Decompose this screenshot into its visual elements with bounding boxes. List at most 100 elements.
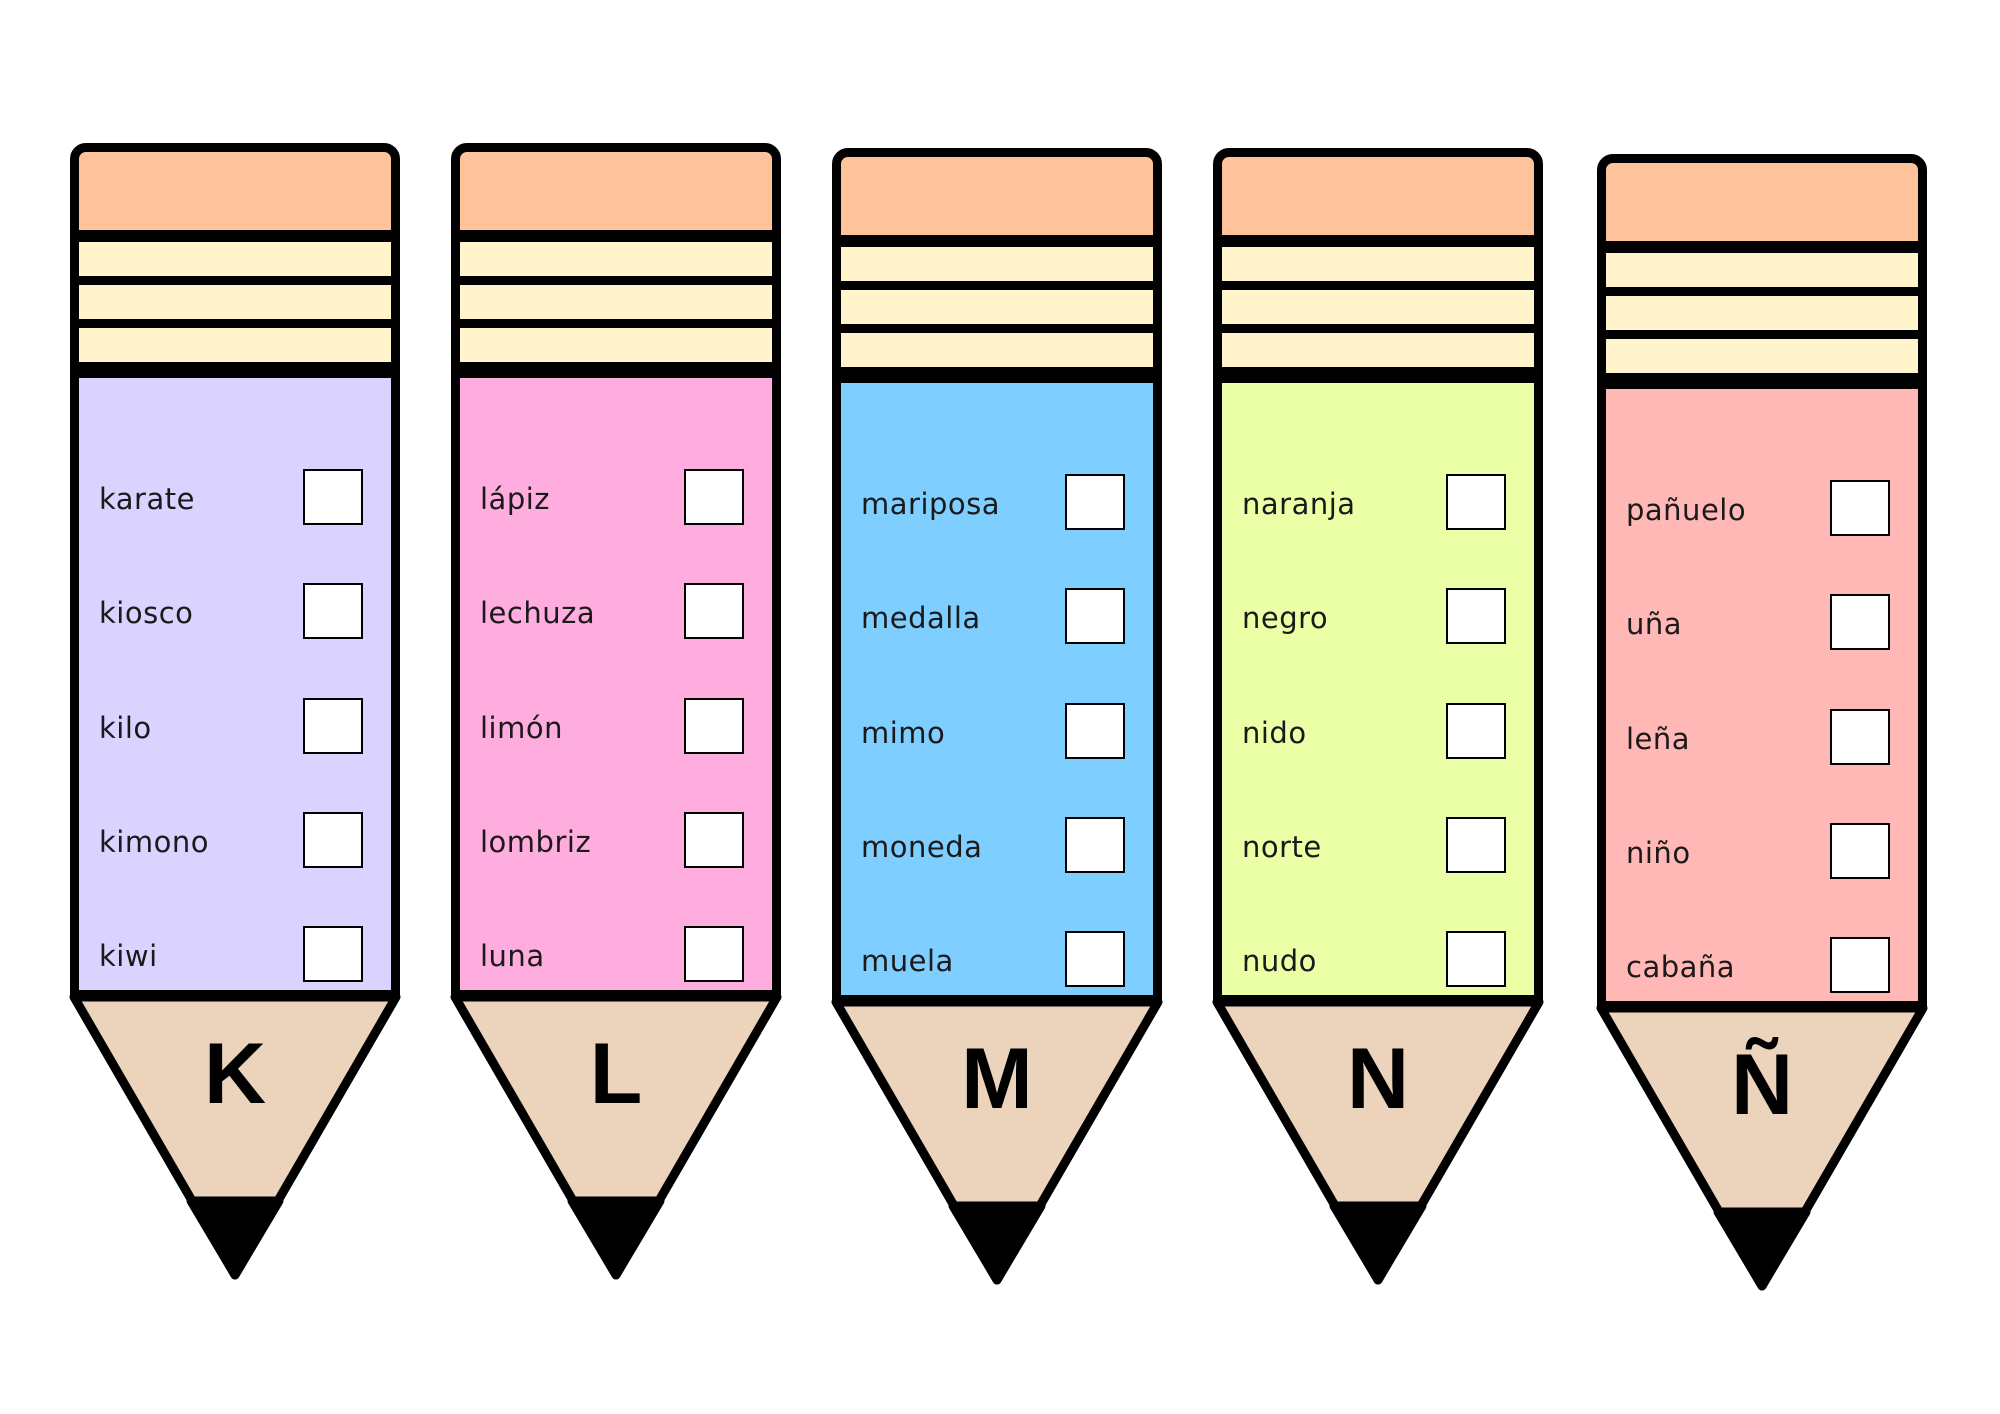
word-row: limón bbox=[460, 698, 772, 758]
word-label: kiosco bbox=[99, 596, 194, 630]
word-row: kimono bbox=[79, 812, 391, 872]
word-row: leña bbox=[1606, 709, 1918, 769]
checkbox[interactable] bbox=[1446, 588, 1506, 644]
word-row: mimo bbox=[841, 703, 1153, 763]
pencil-body: karate kiosco kilo kimono kiwi bbox=[70, 369, 400, 999]
checkbox[interactable] bbox=[1830, 480, 1890, 536]
word-row: nido bbox=[1222, 703, 1534, 763]
word-label: kilo bbox=[99, 711, 152, 745]
pencil-eraser bbox=[832, 148, 1162, 244]
pencil-band bbox=[70, 319, 400, 371]
word-row: mariposa bbox=[841, 474, 1153, 534]
word-label: leña bbox=[1626, 722, 1691, 756]
checkbox[interactable] bbox=[303, 926, 363, 982]
checkbox[interactable] bbox=[303, 812, 363, 868]
word-row: lápiz bbox=[460, 469, 772, 529]
checkbox[interactable] bbox=[1446, 817, 1506, 873]
checkbox[interactable] bbox=[1446, 703, 1506, 759]
checkbox[interactable] bbox=[1065, 817, 1125, 873]
word-row: medalla bbox=[841, 588, 1153, 648]
pencil-letter: Ñ bbox=[1730, 1037, 1794, 1133]
pencil-tip bbox=[1212, 997, 1544, 1285]
pencil-tip bbox=[450, 992, 782, 1280]
word-label: naranja bbox=[1242, 487, 1356, 521]
pencil-band bbox=[832, 324, 1162, 376]
pencil-lead bbox=[1329, 1201, 1427, 1285]
pencil-body: naranja negro nido norte nudo bbox=[1213, 374, 1543, 1004]
checkbox[interactable] bbox=[684, 698, 744, 754]
word-row: kilo bbox=[79, 698, 391, 758]
checkbox[interactable] bbox=[1830, 594, 1890, 650]
pencil-body: mariposa medalla mimo moneda muela bbox=[832, 374, 1162, 1004]
word-label: moneda bbox=[861, 830, 983, 864]
checkbox[interactable] bbox=[684, 469, 744, 525]
word-label: nudo bbox=[1242, 944, 1317, 978]
word-label: norte bbox=[1242, 830, 1322, 864]
pencil-lead bbox=[948, 1201, 1046, 1285]
pencil-band bbox=[1597, 330, 1927, 382]
checkbox[interactable] bbox=[1065, 931, 1125, 987]
checkbox[interactable] bbox=[303, 698, 363, 754]
word-label: kimono bbox=[99, 825, 209, 859]
checkbox[interactable] bbox=[1065, 588, 1125, 644]
pencil-eraser bbox=[1213, 148, 1543, 244]
pencil-lead bbox=[186, 1196, 284, 1280]
checkbox[interactable] bbox=[1065, 703, 1125, 759]
checkbox[interactable] bbox=[684, 812, 744, 868]
pencil-tip bbox=[831, 997, 1163, 1285]
word-label: negro bbox=[1242, 601, 1329, 635]
checkbox[interactable] bbox=[1830, 937, 1890, 993]
pencil-letter: L bbox=[589, 1026, 643, 1122]
word-row: cabaña bbox=[1606, 937, 1918, 997]
pencil-eraser bbox=[70, 143, 400, 239]
pencil-body: lápiz lechuza limón lombriz luna bbox=[451, 369, 781, 999]
checkbox[interactable] bbox=[684, 583, 744, 639]
pencil-tip bbox=[69, 992, 401, 1280]
checkbox[interactable] bbox=[1830, 823, 1890, 879]
pencil-wood bbox=[450, 992, 782, 1280]
checkbox[interactable] bbox=[1065, 474, 1125, 530]
word-row: pañuelo bbox=[1606, 480, 1918, 540]
word-label: mariposa bbox=[861, 487, 1001, 521]
pencil-wood bbox=[1212, 997, 1544, 1285]
checkbox[interactable] bbox=[1446, 474, 1506, 530]
checkbox[interactable] bbox=[303, 583, 363, 639]
word-label: mimo bbox=[861, 716, 946, 750]
checkbox[interactable] bbox=[1446, 931, 1506, 987]
pencil-band bbox=[451, 319, 781, 371]
word-label: lápiz bbox=[480, 482, 551, 516]
pencil-letter: N bbox=[1346, 1031, 1410, 1127]
word-row: niño bbox=[1606, 823, 1918, 883]
word-row: luna bbox=[460, 926, 772, 986]
word-label: karate bbox=[99, 482, 195, 516]
pencil-wood bbox=[69, 992, 401, 1280]
checkbox[interactable] bbox=[684, 926, 744, 982]
word-label: niño bbox=[1626, 836, 1691, 870]
word-label: cabaña bbox=[1626, 950, 1736, 984]
pencil-wood bbox=[831, 997, 1163, 1285]
pencil-letter: K bbox=[203, 1026, 267, 1122]
word-label: lombriz bbox=[480, 825, 592, 859]
word-row: lombriz bbox=[460, 812, 772, 872]
word-row: naranja bbox=[1222, 474, 1534, 534]
word-row: muela bbox=[841, 931, 1153, 991]
word-label: medalla bbox=[861, 601, 981, 635]
word-row: kiwi bbox=[79, 926, 391, 986]
word-label: muela bbox=[861, 944, 954, 978]
pencil-lead bbox=[567, 1196, 665, 1280]
word-label: limón bbox=[480, 711, 563, 745]
checkbox[interactable] bbox=[1830, 709, 1890, 765]
word-row: karate bbox=[79, 469, 391, 529]
pencil-eraser bbox=[451, 143, 781, 239]
word-row: norte bbox=[1222, 817, 1534, 877]
word-label: nido bbox=[1242, 716, 1307, 750]
pencil-eraser bbox=[1597, 154, 1927, 250]
pencil-lead bbox=[1713, 1207, 1811, 1291]
checkbox[interactable] bbox=[303, 469, 363, 525]
word-label: lechuza bbox=[480, 596, 596, 630]
word-label: pañuelo bbox=[1626, 493, 1747, 527]
